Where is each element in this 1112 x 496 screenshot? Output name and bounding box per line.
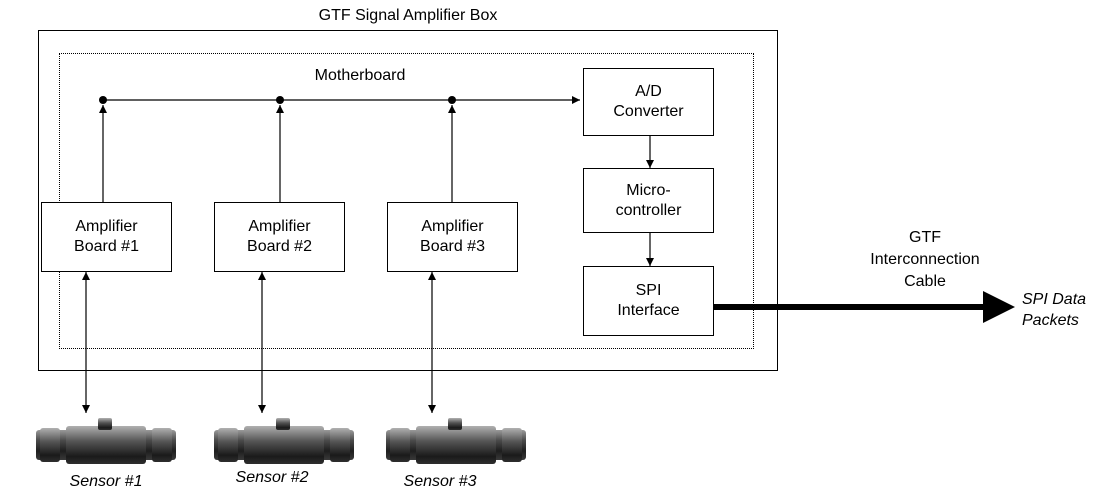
spi-interface-block: SPI Interface <box>583 266 714 336</box>
spi-label-line1: SPI <box>635 282 662 299</box>
sensor-1-label: Sensor #1 <box>69 473 143 490</box>
output-label-line2: Packets <box>1022 312 1079 329</box>
cable-arrowhead <box>983 291 1015 323</box>
adc-block: A/D Converter <box>583 68 714 136</box>
sensor-1-graphic <box>36 418 176 464</box>
amp1-label-line1: Amplifier <box>75 218 138 235</box>
bus-junction-3 <box>448 96 456 104</box>
sensor-3-graphic <box>386 418 526 464</box>
cable-label-line1: GTF <box>909 229 941 246</box>
amp1-label-line2: Board #1 <box>74 238 139 255</box>
micro-label-line2: controller <box>615 201 682 219</box>
output-label-line1: SPI Data <box>1022 291 1087 308</box>
sensor-2-label: Sensor #2 <box>235 469 309 486</box>
adc-label-line1: A/D <box>635 83 662 100</box>
adc-label-line2: Converter <box>613 103 684 120</box>
bus-junction-1 <box>99 96 107 104</box>
micro-label-line1: Micro- <box>626 181 671 199</box>
amp2-label-line2: Board #2 <box>247 238 312 255</box>
sensor-3-label: Sensor #3 <box>403 473 477 490</box>
microcontroller-block: Micro- controller <box>583 168 714 233</box>
cable-label-line2: Interconnection <box>870 251 980 268</box>
motherboard-region <box>59 53 754 349</box>
sensor-2-graphic <box>214 418 354 464</box>
bus-junction-2 <box>276 96 284 104</box>
amp3-label-line1: Amplifier <box>421 218 484 235</box>
motherboard-label: Motherboard <box>314 67 406 84</box>
spi-label-line2: Interface <box>617 302 680 319</box>
amplifier-board-2: Amplifier Board #2 <box>214 202 345 272</box>
signal-amplifier-box <box>38 30 778 371</box>
amp2-label-line1: Amplifier <box>248 218 311 235</box>
box-title: GTF Signal Amplifier Box <box>318 7 498 24</box>
amplifier-board-1: Amplifier Board #1 <box>41 202 172 272</box>
cable-label-line3: Cable <box>904 273 946 290</box>
amplifier-board-3: Amplifier Board #3 <box>387 202 518 272</box>
amp3-label-line2: Board #3 <box>420 238 485 255</box>
